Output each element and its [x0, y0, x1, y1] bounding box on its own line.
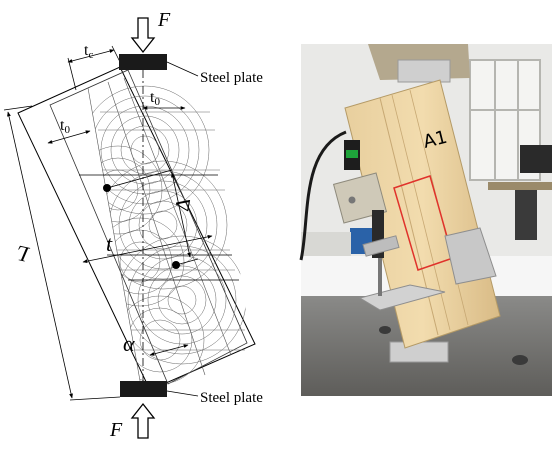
- angle-bracket-left: [358, 284, 446, 311]
- growth-ring-pattern: [88, 85, 247, 385]
- alpha-angle-marker: [149, 344, 189, 356]
- force-arrow-bottom: [130, 402, 156, 439]
- t-dimension-line: [82, 234, 213, 264]
- angle-bracket-right: [444, 227, 497, 285]
- steel-plate-bottom: [120, 381, 167, 397]
- steel-plate-bottom-leader: [166, 390, 199, 397]
- t0-left-label: t0: [60, 117, 70, 136]
- lower-platen: [389, 341, 449, 363]
- tc-label: tc: [84, 42, 93, 61]
- t0-left-dimension-line: [47, 130, 91, 144]
- force-arrow-top: [130, 17, 156, 54]
- t0-left-label-sub: 0: [64, 124, 70, 136]
- L-dimension: [3, 105, 121, 401]
- force-label-top: F: [157, 9, 171, 31]
- L-label: L: [14, 240, 33, 267]
- t-label: t: [106, 231, 113, 256]
- alpha-label: α: [123, 331, 135, 356]
- bench: [301, 232, 351, 260]
- delta-label: Δ: [171, 196, 195, 213]
- force-label-bottom: F: [109, 419, 123, 441]
- monitor: [520, 145, 552, 173]
- desk: [488, 182, 552, 190]
- shear-plane-lines: [79, 174, 239, 281]
- t0-right-label-main: t: [150, 89, 155, 106]
- lvdt-sensor: [299, 130, 400, 296]
- tc-label-sub: c: [88, 49, 93, 61]
- specimen-outline: [17, 66, 256, 393]
- chair: [515, 190, 537, 240]
- test-setup-photo: A1: [299, 44, 552, 396]
- schematic-diagram: F F Steel plate Steel plate tc t0 t0 t L…: [3, 9, 263, 441]
- steel-plate-top-leader: [166, 61, 199, 77]
- t0-right-label-sub: 0: [154, 96, 160, 108]
- t0-left-label-main: t: [60, 117, 65, 134]
- steel-plate-top-label: Steel plate: [200, 70, 263, 86]
- upper-platen: [397, 59, 451, 83]
- steel-plate-bottom-label: Steel plate: [200, 390, 263, 406]
- steel-plate-top: [119, 54, 167, 70]
- t0-right-label: t0: [150, 89, 160, 108]
- tc-label-main: t: [84, 42, 89, 59]
- tc-dimension: [67, 45, 121, 91]
